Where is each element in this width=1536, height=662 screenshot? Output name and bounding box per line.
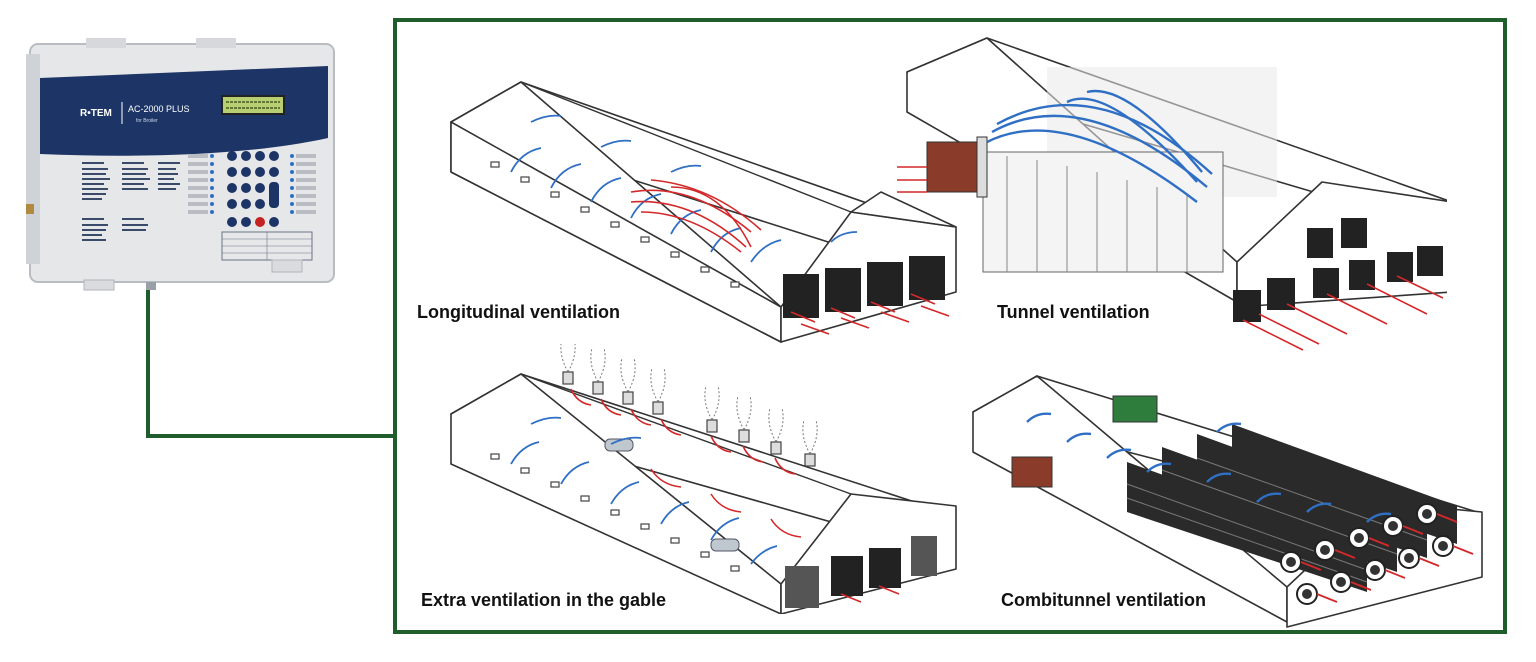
model-label: AC-2000 PLUS [128, 104, 190, 114]
caption-combitunnel: Combitunnel ventilation [1001, 590, 1206, 610]
panel-gable [411, 344, 961, 644]
panel-combitunnel [967, 362, 1517, 662]
model-subtitle: for Broiler [136, 118, 158, 124]
brand-logo: R•TEM [80, 108, 112, 119]
caption-gable: Extra ventilation in the gable [421, 590, 667, 610]
caption-tunnel: Tunnel ventilation [997, 302, 1150, 322]
climate-controller: R•TEM AC-2000 PLUS for Broiler [26, 38, 344, 293]
combitunnel-house-diagram [972, 375, 1483, 628]
panel-tunnel [897, 32, 1447, 351]
longitudinal-house-diagram [450, 81, 957, 343]
ventilation-modes-frame: Longitudinal ventilation [393, 18, 1507, 634]
tunnel-house-diagram [897, 37, 1447, 351]
panel-longitudinal [411, 62, 961, 362]
gable-house-diagram [450, 344, 957, 614]
caption-longitudinal: Longitudinal ventilation [417, 302, 620, 322]
